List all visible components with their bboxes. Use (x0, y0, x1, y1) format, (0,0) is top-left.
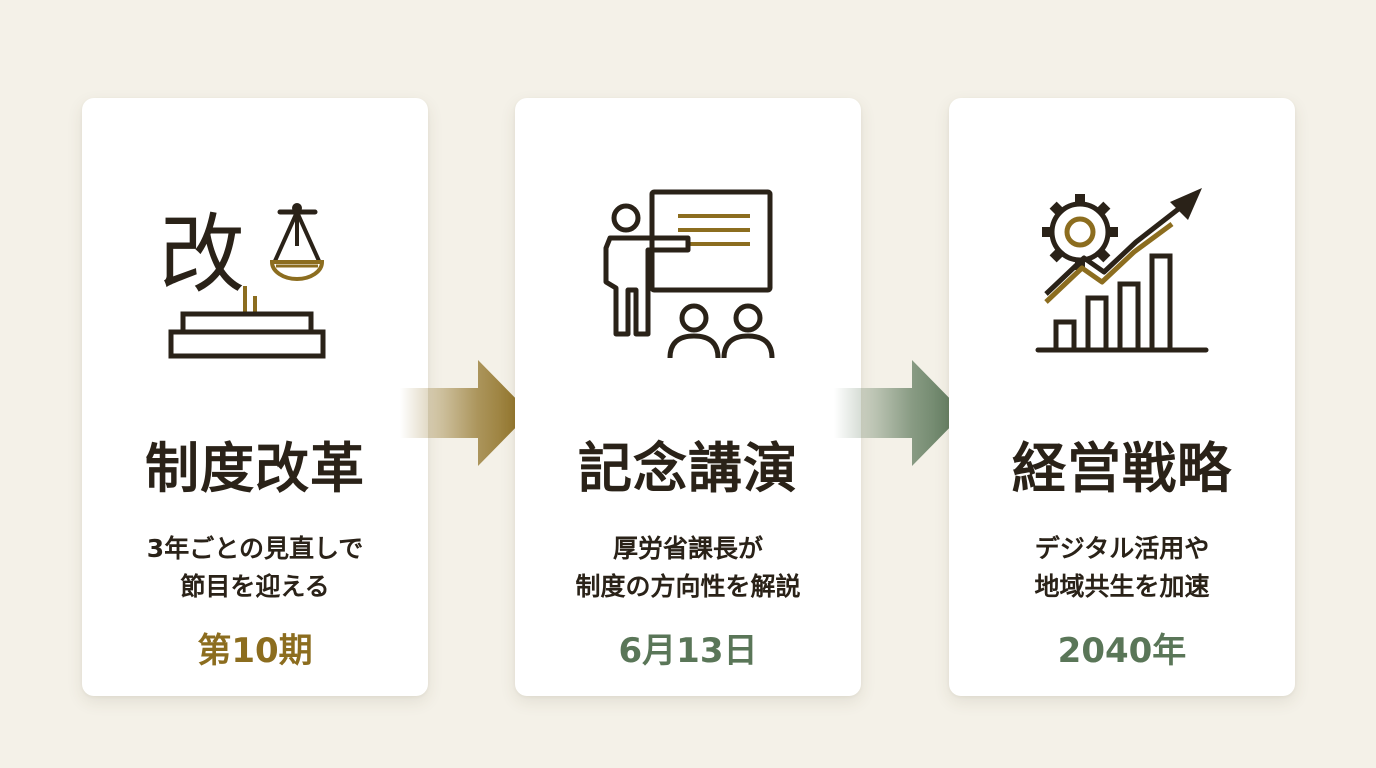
card-lecture: 記念講演 厚労省課長が 制度の方向性を解説 6月13日 (515, 98, 861, 696)
reform-char-glyph: 改 (159, 205, 245, 305)
card-description-line: 地域共生を加速 (1034, 572, 1210, 601)
arrow-right-icon (400, 360, 530, 466)
card-title: 記念講演 (578, 436, 798, 500)
card-description-line: デジタル活用や (1034, 534, 1210, 563)
card-description: 厚労省課長が 制度の方向性を解説 (515, 530, 861, 606)
growth-chart-gear-icon (1035, 188, 1209, 353)
card-strategy: 経営戦略 デジタル活用や 地域共生を加速 2040年 (949, 98, 1295, 696)
reform-scale-icon: 改 (159, 203, 326, 359)
card-description-line: 厚労省課長が (612, 534, 763, 563)
card-reform: 改 制度改革 3年ごとの見直しで 節目を迎える 第10期 (82, 98, 428, 696)
card-stat: 第10期 (197, 631, 313, 671)
presentation-lecture-icon (603, 189, 775, 359)
card-description-line: 3年ごとの見直しで (146, 534, 364, 563)
card-description: 3年ごとの見直しで 節目を迎える (82, 530, 428, 606)
card-stat: 2040年 (1057, 631, 1187, 671)
card-description: デジタル活用や 地域共生を加速 (949, 530, 1295, 606)
card-title: 制度改革 (145, 436, 365, 500)
card-description-line: 制度の方向性を解説 (575, 572, 801, 601)
arrow-right-icon (834, 360, 964, 466)
card-description-line: 節目を迎える (180, 572, 330, 601)
card-stat: 6月13日 (618, 631, 758, 671)
card-title: 経営戦略 (1012, 436, 1232, 500)
